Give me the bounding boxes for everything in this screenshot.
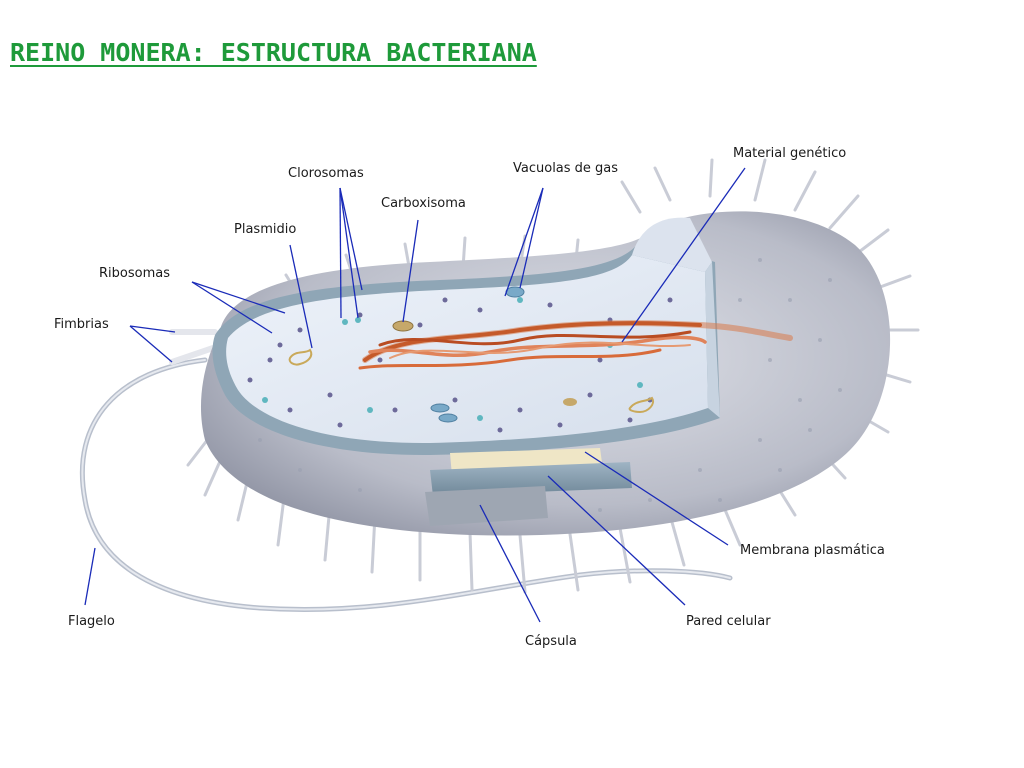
carboxysome	[392, 320, 414, 332]
label-pared-celular: Pared celular	[686, 614, 771, 629]
label-material-genetico: Material genético	[733, 146, 847, 161]
label-plasmidio: Plasmidio	[234, 222, 297, 237]
label-membrana-plasmatica: Membrana plasmática	[740, 543, 885, 558]
fimbriae-front	[169, 329, 218, 365]
page-title: REINO MONERA: ESTRUCTURA BACTERIANA	[10, 38, 537, 67]
label-clorosomas: Clorosomas	[288, 166, 364, 181]
capsule-layer	[425, 486, 548, 526]
cell-wall-layer	[430, 462, 632, 496]
label-vacuolas-de-gas: Vacuolas de gas	[513, 161, 619, 176]
label-carboxisoma: Carboxisoma	[381, 196, 466, 211]
label-flagelo: Flagelo	[68, 614, 115, 629]
genetic-material	[358, 320, 793, 370]
label-ribosomas: Ribosomas	[99, 266, 170, 281]
plasmid	[288, 348, 313, 366]
surface-texture	[258, 258, 842, 512]
leader-lines	[84, 167, 746, 623]
cytoplasm	[226, 255, 708, 444]
gas-vacuoles	[430, 286, 525, 423]
label-fimbrias: Fimbrias	[54, 317, 109, 332]
ribosomes	[247, 297, 673, 433]
label-capsula: Cápsula	[525, 634, 577, 649]
